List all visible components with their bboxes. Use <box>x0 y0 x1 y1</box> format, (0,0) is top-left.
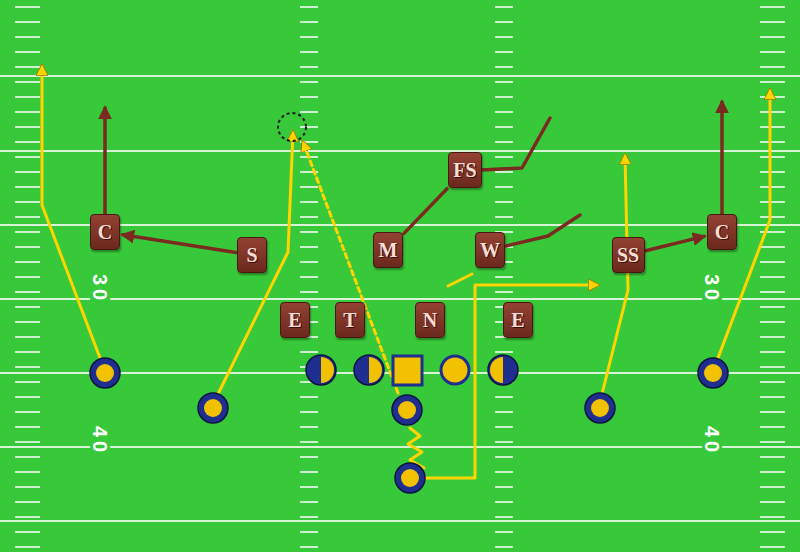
lineman-symbol <box>354 355 384 385</box>
yard-line <box>0 150 800 152</box>
defender-box: C <box>90 214 120 250</box>
player-core <box>401 469 419 487</box>
player-circle <box>395 463 425 493</box>
hash-marks <box>760 0 785 552</box>
position-label: N <box>423 310 437 330</box>
player-circle <box>306 355 336 385</box>
receiver-route <box>218 132 293 394</box>
receiver-symbol <box>585 393 615 423</box>
lineman-symbol <box>488 355 518 385</box>
running-back-symbol <box>395 463 425 493</box>
yard-number: 40 <box>90 424 110 458</box>
player-circle <box>585 393 615 423</box>
yard-number: 30 <box>90 272 110 306</box>
defender-box: W <box>475 232 505 268</box>
position-label: M <box>379 240 398 260</box>
defender-box: E <box>503 302 533 338</box>
yard-line <box>0 520 800 522</box>
offense-players <box>90 355 728 493</box>
receiver-route <box>42 66 100 358</box>
running-back-route <box>426 285 598 478</box>
defender-box: M <box>373 232 403 268</box>
defender-box: SS <box>612 237 645 273</box>
center-square <box>393 356 422 385</box>
position-label: SS <box>617 245 639 265</box>
player-circle <box>392 395 422 425</box>
receiver-symbol <box>90 358 120 388</box>
defender-box: N <box>415 302 445 338</box>
defender-box: T <box>335 302 365 338</box>
player-circle <box>198 393 228 423</box>
offense-routes <box>42 66 770 478</box>
yard-line <box>0 298 800 300</box>
coverage-connector <box>404 189 447 234</box>
target-circle <box>278 113 306 141</box>
position-label: C <box>715 222 729 242</box>
player-circle <box>90 358 120 388</box>
position-label: E <box>511 310 524 330</box>
yard-line <box>0 446 800 448</box>
defender-box: FS <box>448 152 482 188</box>
position-label: T <box>343 310 356 330</box>
receiver-route <box>602 155 628 394</box>
coverage-route <box>720 102 724 214</box>
player-core <box>398 401 416 419</box>
player-core <box>96 364 114 382</box>
defender-box: S <box>237 237 267 273</box>
yard-lines <box>0 76 800 521</box>
yard-line <box>0 75 800 77</box>
quarterback-drop <box>408 428 424 468</box>
position-label: S <box>246 245 257 265</box>
lineman-symbol <box>441 356 469 384</box>
defender-box: C <box>707 214 737 250</box>
coverage-route <box>103 108 107 214</box>
receiver-symbol <box>198 393 228 423</box>
coverage-route <box>482 118 550 170</box>
player-half <box>321 357 334 383</box>
coverage-connector <box>646 236 705 250</box>
route-mark <box>448 274 472 286</box>
yard-number: 30 <box>702 272 722 306</box>
position-label: W <box>480 240 500 260</box>
defender-box: E <box>280 302 310 338</box>
hash-marks <box>300 0 318 552</box>
position-label: FS <box>453 160 476 180</box>
hash-marks <box>495 0 513 552</box>
player-core <box>204 399 222 417</box>
position-label: C <box>98 222 112 242</box>
lineman-symbol <box>306 355 336 385</box>
quarterback-symbol <box>392 395 422 425</box>
receiver-symbol <box>698 358 728 388</box>
coverage-connector <box>123 235 236 253</box>
position-label: E <box>288 310 301 330</box>
hash-marks <box>15 0 40 552</box>
player-core <box>591 399 609 417</box>
player-circle <box>354 355 384 385</box>
player-circle <box>698 358 728 388</box>
yard-line <box>0 224 800 226</box>
player-half <box>490 357 503 383</box>
coverage-route <box>506 215 580 246</box>
player-core <box>704 364 722 382</box>
player-circle <box>488 355 518 385</box>
yard-number: 40 <box>702 424 722 458</box>
defense-routes <box>105 102 722 246</box>
player-half <box>369 357 382 383</box>
